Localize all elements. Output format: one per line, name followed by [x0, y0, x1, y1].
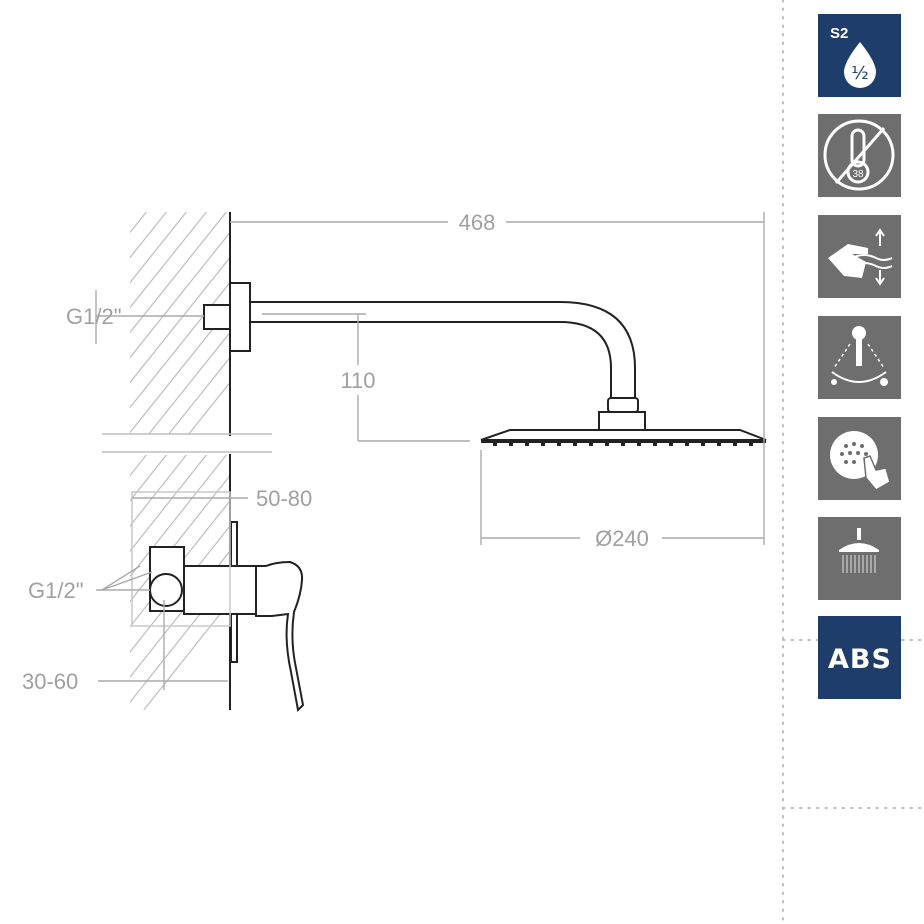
- dim-arm-thread: G1/2": [66, 304, 122, 329]
- rain-shower-head-icon: [839, 528, 879, 573]
- shower-head: [480, 429, 767, 443]
- dim-mixer-thread: G1/2": [28, 578, 84, 603]
- water-saving-fraction: ½: [851, 63, 868, 84]
- abs-material-label: ABS: [828, 644, 892, 675]
- dim-mixer-depth: 50-80: [256, 486, 312, 511]
- dim-total-length: 468: [459, 210, 496, 235]
- dim-arm-drop: 110: [340, 368, 375, 393]
- mixer-install-box: [131, 491, 231, 627]
- shower-arm: [203, 282, 646, 431]
- lever-hot-cold-icon: [831, 326, 888, 386]
- dim-wall-depth: 30-60: [22, 669, 78, 694]
- hand-flow-badge: [818, 215, 901, 298]
- nozzle-touch-icon: [830, 431, 891, 491]
- dimension-lines: [95, 212, 765, 690]
- water-saving-badge: S2 ½: [818, 14, 901, 97]
- water-drop-half-icon: [844, 42, 876, 88]
- rain-shower-badge: [818, 517, 901, 600]
- hot-cold-lever-badge: [818, 316, 901, 399]
- thermostat-value: 38: [852, 169, 864, 180]
- hand-water-flow-icon: [828, 228, 893, 286]
- water-saving-label: S2: [830, 25, 848, 42]
- wall-break-lines: [102, 433, 272, 453]
- dim-head-diameter: Ø240: [595, 526, 649, 551]
- shower-head-nozzles: [493, 442, 753, 446]
- no-thermostat-badge: 38: [818, 114, 901, 197]
- easy-clean-nozzle-badge: [818, 417, 901, 500]
- no-thermometer-38-icon: [823, 119, 895, 191]
- abs-material-badge: ABS: [818, 616, 901, 699]
- mixer-body: [149, 521, 305, 713]
